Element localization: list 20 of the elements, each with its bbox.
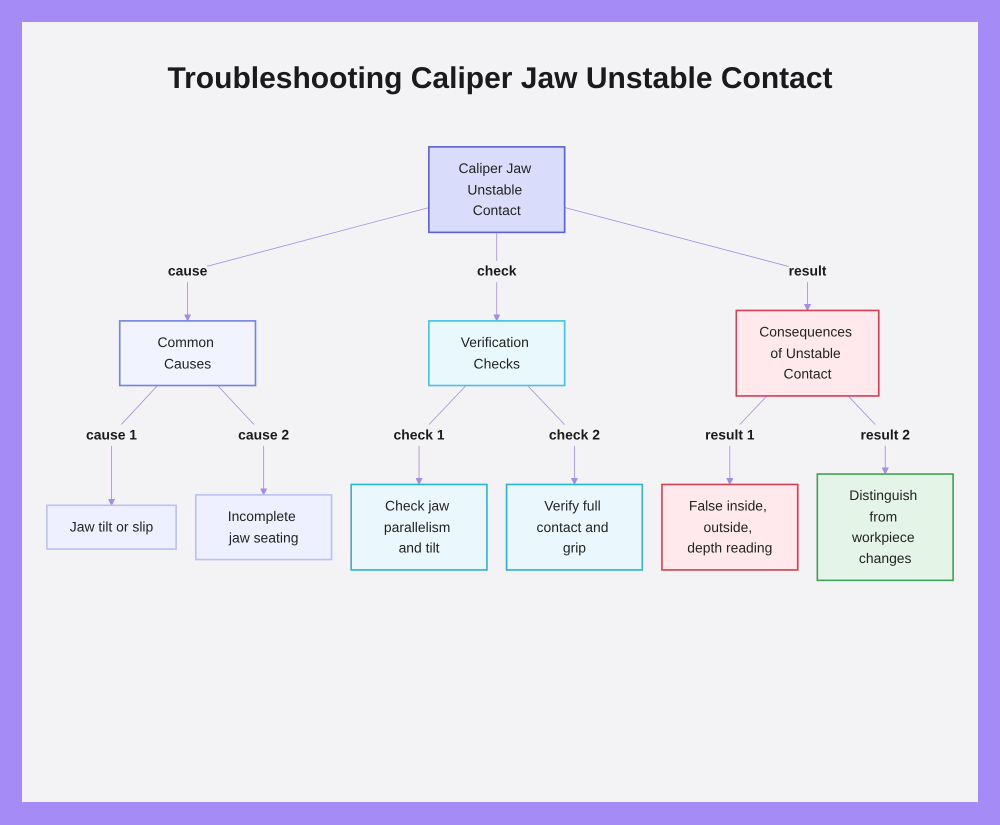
leaf-node-box: False inside, outside, depth reading bbox=[661, 484, 799, 571]
root-node-box: Caliper Jaw Unstable Contact bbox=[428, 146, 566, 234]
leaf-node-box: Check jaw parallelism and tilt bbox=[350, 484, 488, 571]
edge-label: cause 1 bbox=[86, 424, 138, 446]
leaf-node-box: Incomplete jaw seating bbox=[194, 494, 332, 560]
category-box: Verification Checks bbox=[428, 320, 566, 386]
edge-label: check bbox=[477, 261, 516, 282]
leaf-node-box: Verify full contact and grip bbox=[506, 484, 644, 571]
leaf-node-box: Distinguish from workpiece changes bbox=[816, 473, 954, 582]
edge-label: cause 2 bbox=[238, 424, 290, 446]
leaf-node-box: Jaw tilt or slip bbox=[46, 504, 177, 550]
diagram-title: Troubleshooting Caliper Jaw Unstable Contact bbox=[167, 62, 833, 96]
edge-label: check 1 bbox=[394, 424, 445, 446]
category-box: Consequences of Unstable Contact bbox=[736, 310, 880, 397]
edge-label: check 2 bbox=[548, 424, 600, 446]
arrow bbox=[184, 207, 430, 322]
arrow bbox=[564, 207, 812, 311]
edge-label: result 2 bbox=[860, 424, 910, 446]
edge-label: result 1 bbox=[705, 424, 755, 446]
category-box: Common Causes bbox=[118, 320, 256, 386]
